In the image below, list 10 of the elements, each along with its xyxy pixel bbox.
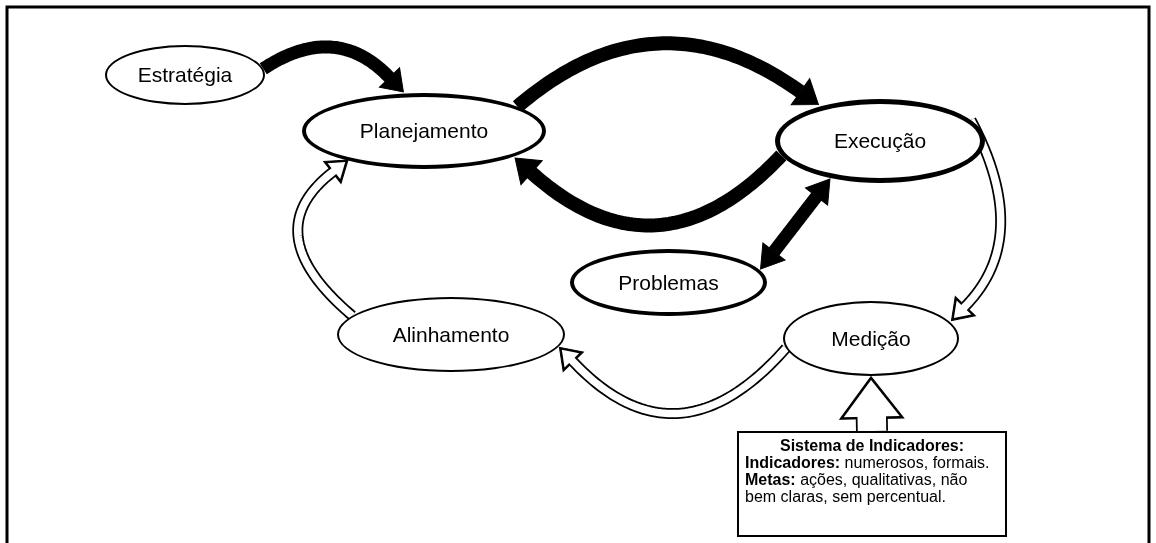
node-label: Estratégia — [137, 63, 233, 87]
node-label: Problemas — [618, 270, 719, 295]
text-box — [737, 431, 1007, 537]
node-label: Medição — [831, 326, 911, 351]
node-label: Execução — [833, 129, 927, 153]
description-text: Indicadores: numerosos, formais. — [745, 454, 991, 471]
description-text: Metas: ações, qualitativas, não bem claras, sem percentual. — [745, 471, 969, 505]
node-label: Planejamento — [359, 119, 489, 143]
node-label: Sistema de Indicadores: — [778, 437, 966, 454]
node-label: Alinhamento — [392, 322, 510, 347]
